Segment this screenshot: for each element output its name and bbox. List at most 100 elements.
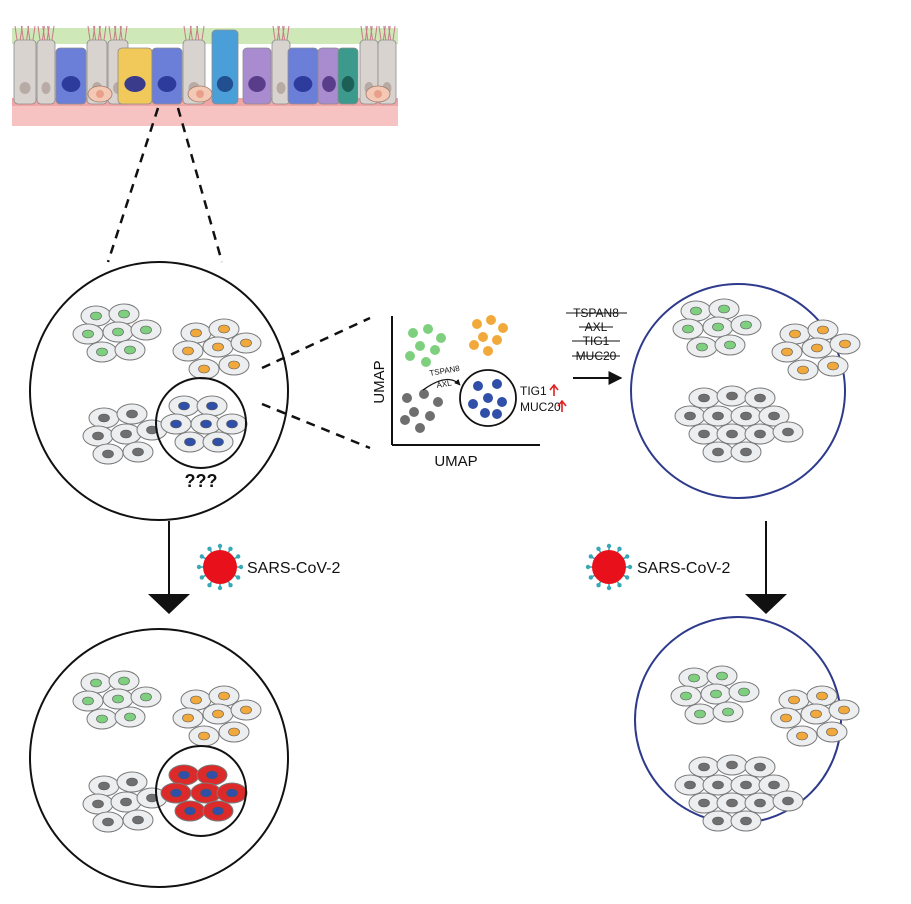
- cell-green: [680, 300, 712, 322]
- airway-epithelium-illustration: [12, 25, 398, 126]
- cell-gray: [758, 774, 790, 796]
- cell-gray: [716, 754, 748, 776]
- muc20-label: MUC20: [520, 400, 561, 414]
- cell-green: [714, 334, 746, 356]
- circle-top-left: [29, 261, 289, 521]
- cell-orange: [188, 358, 220, 380]
- cell-gray: [744, 423, 776, 445]
- umap-dot-green: [421, 357, 431, 367]
- cell-green: [706, 665, 738, 687]
- umap-dot-orange: [469, 340, 479, 350]
- cell-blue: [168, 395, 200, 417]
- cell-gray: [744, 792, 776, 814]
- cell-green: [86, 708, 118, 730]
- circle-bottom-left: [29, 628, 289, 888]
- knockout-gene-list: TSPAN8 AXL TIG1 MUC20: [566, 306, 627, 363]
- umap-dot-gray: [415, 423, 425, 433]
- cell-green: [728, 681, 760, 703]
- cell-gray: [716, 792, 748, 814]
- cell-orange: [807, 319, 839, 341]
- cell-green: [108, 670, 140, 692]
- cell-green: [80, 672, 112, 694]
- umap-dot-green: [408, 328, 418, 338]
- cell-gray: [744, 756, 776, 778]
- umap-dot-gray: [425, 411, 435, 421]
- epithelial-cell: [36, 39, 56, 105]
- umap-dot-blue: [483, 393, 493, 403]
- umap-dot-orange: [492, 335, 502, 345]
- cell-orange: [817, 355, 849, 377]
- umap-x-label: UMAP: [434, 453, 477, 470]
- cell-green: [686, 336, 718, 358]
- umap-dot-gray: [409, 407, 419, 417]
- umap-dot-green: [430, 345, 440, 355]
- cell-infected: [216, 782, 248, 804]
- cell-green: [712, 701, 744, 723]
- cell-orange: [801, 337, 833, 359]
- cell-green: [730, 314, 762, 336]
- umap-dot-orange: [478, 332, 488, 342]
- cell-gray: [674, 774, 706, 796]
- sars-cov-2-virus-icon-left: [196, 543, 244, 591]
- cell-orange: [218, 354, 250, 376]
- cell-gray: [730, 774, 762, 796]
- zoom-line-right: [176, 107, 224, 263]
- cell-gray: [730, 810, 762, 832]
- cell-orange: [771, 341, 803, 363]
- cell-infected: [160, 782, 192, 804]
- cell-green: [708, 298, 740, 320]
- cell-orange: [828, 699, 860, 721]
- cell-green: [684, 703, 716, 725]
- cell-green: [108, 303, 140, 325]
- cell-green: [114, 706, 146, 728]
- cell-gray: [88, 775, 120, 797]
- cell-gray: [116, 403, 148, 425]
- cell-gray: [116, 771, 148, 793]
- cell-orange: [786, 725, 818, 747]
- cell-gray: [702, 405, 734, 427]
- cell-gray: [122, 809, 154, 831]
- unknown-label: ???: [185, 471, 218, 491]
- cell-infected: [196, 764, 228, 786]
- umap-dot-blue: [473, 381, 483, 391]
- umap-dot-green: [436, 333, 446, 343]
- cell-gray: [772, 421, 804, 443]
- cell-orange: [172, 340, 204, 362]
- umap-dot-orange: [486, 315, 496, 325]
- cell-gray: [88, 407, 120, 429]
- cell-blue: [216, 413, 248, 435]
- epithelial-cell: [13, 39, 37, 105]
- umap-blue-cluster-circle: [459, 369, 517, 427]
- cell-gray: [716, 423, 748, 445]
- cell-gray: [730, 441, 762, 463]
- umap-transition-arrow: [422, 378, 461, 391]
- cell-green: [80, 305, 112, 327]
- epithelial-cell: [211, 29, 239, 105]
- umap-dot-blue: [480, 408, 490, 418]
- umap-dot-orange: [498, 323, 508, 333]
- umap-plot: UMAP UMAP TSPAN8 AXL TIG1 MUC20: [371, 315, 567, 470]
- umap-dot-orange: [483, 346, 493, 356]
- umap-dot-green: [415, 341, 425, 351]
- cell-orange: [800, 703, 832, 725]
- cell-green: [72, 323, 104, 345]
- umap-dot-gray: [419, 389, 429, 399]
- cell-gray: [688, 423, 720, 445]
- umap-y-label: UMAP: [371, 360, 388, 403]
- cell-gray: [82, 793, 114, 815]
- muc20-up-arrow-icon: [557, 399, 567, 412]
- cell-green: [672, 318, 704, 340]
- umap-dot-gray: [402, 393, 412, 403]
- cell-gray: [92, 443, 124, 465]
- epithelial-cell: [271, 39, 291, 105]
- umap-dot-blue: [492, 409, 502, 419]
- cell-green: [700, 683, 732, 705]
- tig1-label: TIG1: [520, 384, 547, 398]
- infection-arrow-left-head: [148, 594, 190, 614]
- cell-gray: [772, 790, 804, 812]
- cell-blue: [196, 395, 228, 417]
- cell-orange: [230, 332, 262, 354]
- infection-arrow-right-head: [745, 594, 787, 614]
- cell-infected: [168, 764, 200, 786]
- umap-dot-green: [423, 324, 433, 334]
